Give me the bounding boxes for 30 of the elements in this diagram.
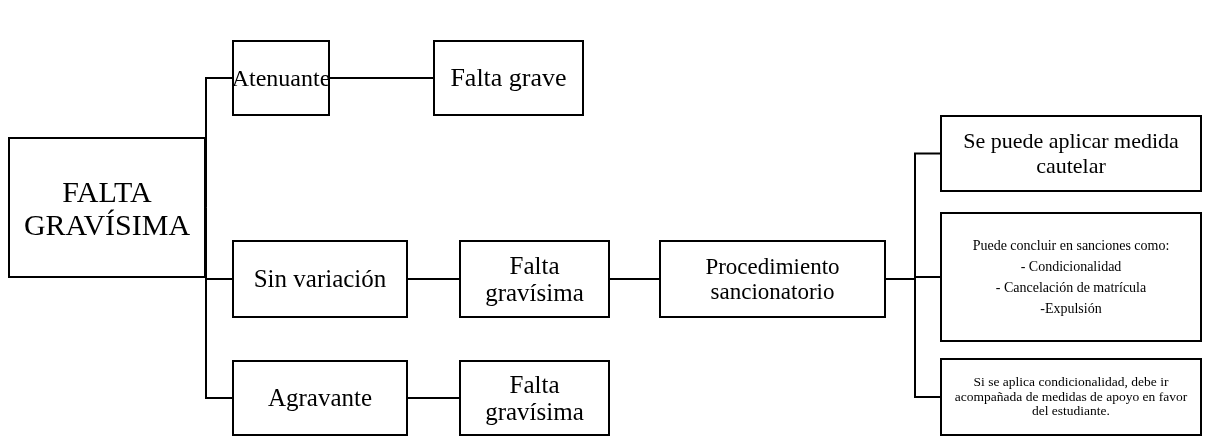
text-box bbox=[659, 240, 886, 318]
text-box bbox=[940, 115, 1202, 192]
box-text: Sin variación bbox=[253, 265, 387, 293]
box-text: Agravante bbox=[267, 384, 373, 412]
box-text: Falta gravísima bbox=[484, 370, 585, 426]
connector-line bbox=[885, 278, 941, 398]
text-box bbox=[232, 40, 330, 116]
text-box bbox=[940, 358, 1202, 436]
box-text: Puede concluir en sanciones como: bbox=[972, 237, 1170, 255]
box-text: Falta grave bbox=[450, 63, 567, 93]
connector-line bbox=[407, 397, 460, 399]
box-text: Atenuante bbox=[231, 64, 331, 92]
box-text: Procedimiento sancionatorio bbox=[704, 253, 841, 305]
box-text: Falta gravísima bbox=[484, 251, 585, 307]
connector-line bbox=[609, 278, 660, 280]
box-text: -Expulsión bbox=[1040, 300, 1102, 318]
text-box bbox=[8, 137, 206, 278]
connector-line bbox=[329, 77, 434, 79]
box-text: - Cancelación de matrícula bbox=[995, 279, 1147, 297]
text-box bbox=[940, 212, 1202, 342]
connector-line bbox=[407, 278, 460, 280]
text-box bbox=[232, 240, 408, 318]
box-text: - Condicionalidad bbox=[1020, 258, 1122, 276]
text-box bbox=[459, 360, 610, 436]
box-text: FALTA GRAVÍSIMA bbox=[22, 174, 192, 241]
text-box bbox=[232, 360, 408, 436]
box-text: Si se aplica condicionalidad, debe ir acompañada de medidas de apoyo en favor del estudiante. bbox=[953, 374, 1189, 420]
text-box bbox=[459, 240, 610, 318]
box-text: Se puede aplicar medida cautelar bbox=[962, 129, 1180, 178]
text-box bbox=[433, 40, 584, 116]
